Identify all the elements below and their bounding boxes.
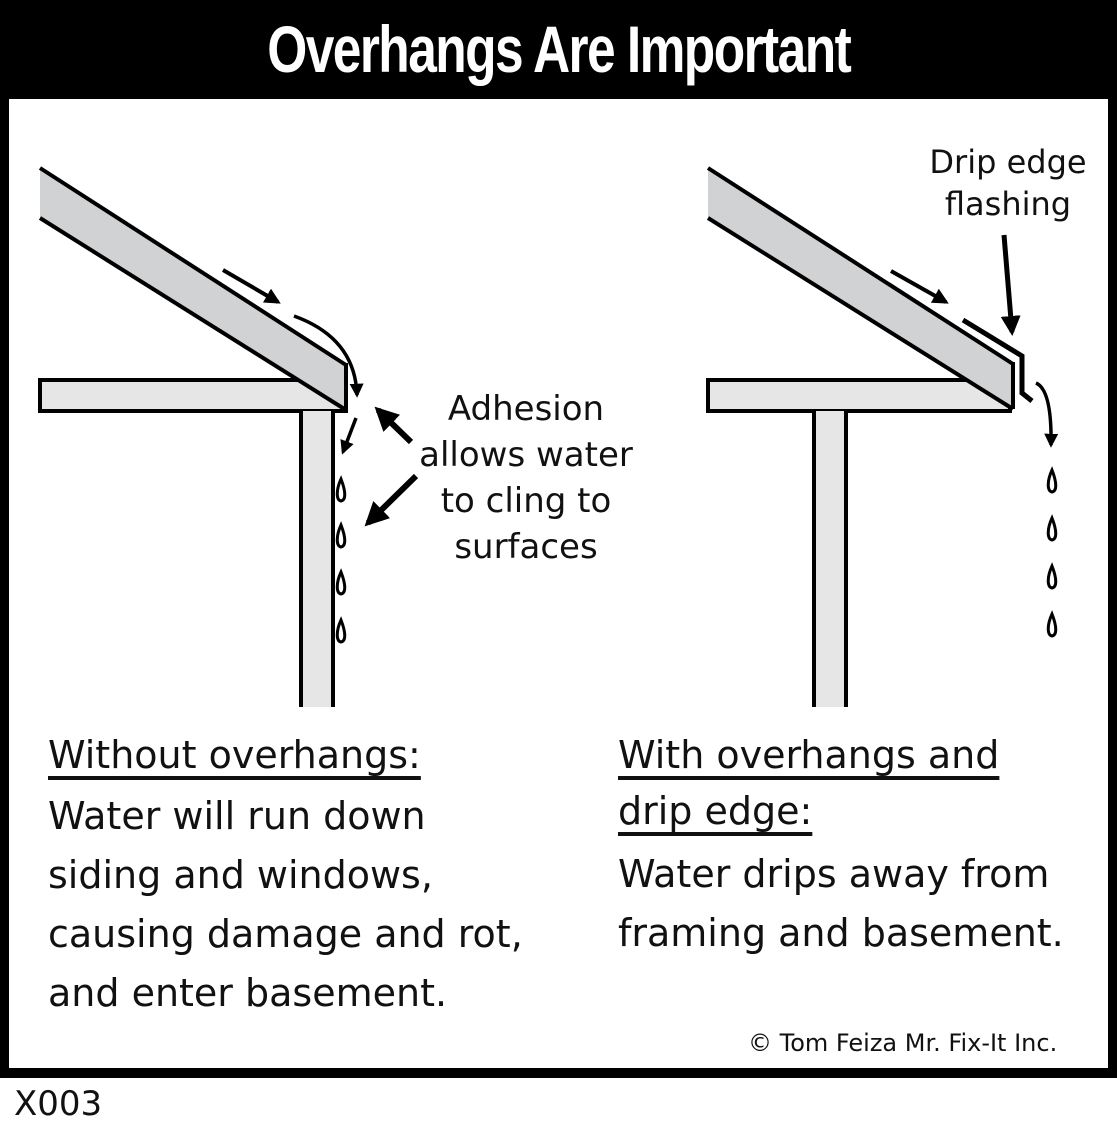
illustration-panel bbox=[9, 99, 1108, 1068]
left-ceiling-joist bbox=[38, 378, 348, 413]
water-drop-icon bbox=[1046, 466, 1058, 494]
figure-code: X003 bbox=[14, 1084, 103, 1124]
page-title: Overhangs Are Important bbox=[267, 12, 852, 86]
arrow-icon bbox=[890, 269, 949, 304]
water-drop-icon bbox=[1046, 610, 1058, 638]
left-body-line: causing damage and rot, bbox=[48, 912, 523, 956]
callout-line: Drip edge bbox=[929, 143, 1087, 181]
left-body-line: Water will run down bbox=[48, 794, 426, 838]
adhesion-callout: Adhesion allows water to cling to surfac… bbox=[412, 386, 640, 570]
drip-edge-callout: Drip edge flashing bbox=[918, 141, 1098, 225]
right-heading: drip edge: bbox=[618, 789, 813, 833]
left-rafter bbox=[40, 168, 346, 410]
water-drop-icon bbox=[1046, 514, 1058, 542]
arrow-icon bbox=[364, 473, 419, 527]
right-roof-assembly bbox=[706, 166, 1034, 707]
drip-edge-flashing bbox=[961, 317, 1034, 403]
left-heading: Without overhangs: bbox=[48, 733, 421, 777]
left-wall bbox=[301, 411, 333, 707]
right-rafter bbox=[708, 168, 1013, 409]
left-explanation: Without overhangs: Water will run down s… bbox=[48, 727, 523, 1023]
water-drops bbox=[335, 475, 347, 644]
left-body-line: and enter basement. bbox=[48, 971, 448, 1015]
callout-line: flashing bbox=[944, 185, 1072, 223]
right-heading: With overhangs and bbox=[618, 733, 1000, 777]
arrow-icon bbox=[1035, 381, 1059, 448]
right-wall bbox=[814, 411, 846, 707]
right-body-line: framing and basement. bbox=[618, 911, 1064, 955]
right-explanation: With overhangs and drip edge: Water drip… bbox=[618, 727, 1064, 963]
water-drop-icon bbox=[335, 568, 347, 596]
callout-line: surfaces bbox=[454, 527, 598, 567]
arrow-icon bbox=[1000, 234, 1021, 336]
arrow-icon bbox=[293, 314, 364, 398]
title-bar: Overhangs Are Important bbox=[0, 0, 1117, 98]
right-body-line: Water drips away from bbox=[618, 852, 1050, 896]
water-drops bbox=[1046, 466, 1058, 638]
left-body-line: siding and windows, bbox=[48, 853, 433, 897]
callout-line: Adhesion bbox=[447, 389, 605, 429]
arrow-icon bbox=[340, 417, 358, 455]
arrow-icon bbox=[374, 406, 414, 445]
water-drop-icon bbox=[1046, 562, 1058, 590]
right-water-flow bbox=[890, 234, 1059, 638]
callout-line: to cling to bbox=[440, 481, 612, 521]
water-drop-icon bbox=[335, 475, 347, 503]
water-drop-icon bbox=[335, 521, 347, 549]
left-roof-assembly bbox=[38, 166, 348, 707]
left-water-flow bbox=[221, 268, 419, 644]
water-drop-icon bbox=[335, 616, 347, 644]
copyright: © Tom Feiza Mr. Fix-It Inc. bbox=[748, 1029, 1058, 1057]
right-ceiling-joist bbox=[706, 378, 1012, 413]
callout-line: allows water bbox=[419, 435, 633, 475]
arrow-icon bbox=[221, 268, 281, 304]
